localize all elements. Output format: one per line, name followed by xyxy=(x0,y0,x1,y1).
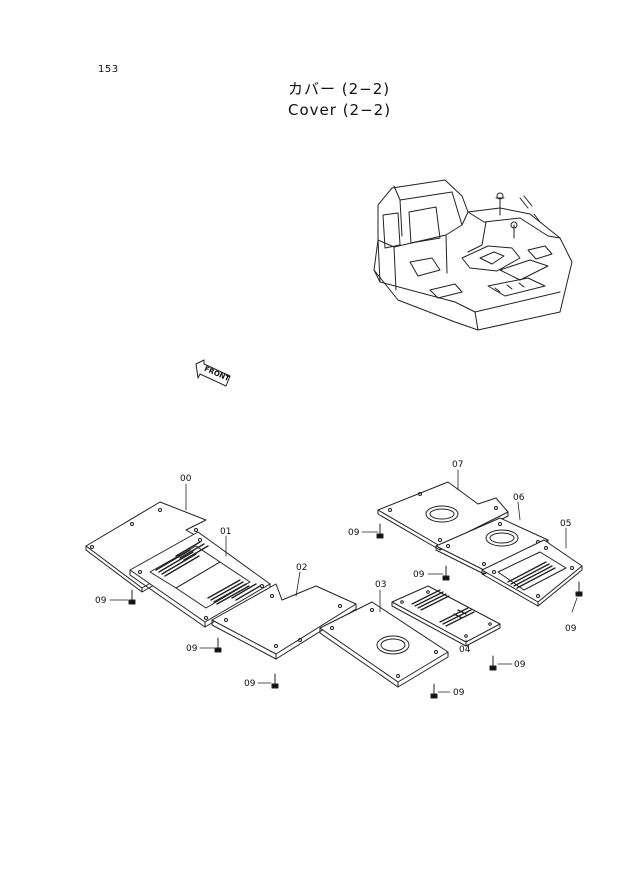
page-number: 153 xyxy=(98,64,119,75)
title-japanese: カバー (2−2) xyxy=(288,80,391,98)
callout-00: 00 xyxy=(180,474,192,484)
cover-part-04 xyxy=(391,585,501,647)
title-english: Cover (2−2) xyxy=(288,101,392,119)
callout-09-g: 09 xyxy=(514,660,526,670)
bolt-set-09 xyxy=(128,523,583,699)
cover-part-05 xyxy=(481,539,583,607)
callout-05: 05 xyxy=(560,519,571,529)
callout-03: 03 xyxy=(375,580,386,590)
callout-09-a: 09 xyxy=(348,528,360,538)
callout-09-d: 09 xyxy=(95,596,107,606)
cover-part-03 xyxy=(319,601,449,688)
callout-01: 01 xyxy=(220,527,231,537)
callout-labels: 00 01 02 03 04 05 06 07 09 09 09 09 09 0… xyxy=(95,460,577,698)
callout-09-f: 09 xyxy=(244,679,256,689)
callout-09-c: 09 xyxy=(565,624,577,634)
callout-09-h: 09 xyxy=(453,688,465,698)
callout-02: 02 xyxy=(296,563,307,573)
callout-07: 07 xyxy=(452,460,463,470)
cover-part-02 xyxy=(211,583,357,660)
callout-09-e: 09 xyxy=(186,644,198,654)
leader-lines xyxy=(109,469,578,693)
front-direction-arrow: FRONT xyxy=(195,359,231,387)
callout-06: 06 xyxy=(513,493,525,503)
machine-overview-illustration xyxy=(373,179,573,331)
callout-04: 04 xyxy=(459,645,471,655)
cover-part-06 xyxy=(435,517,549,575)
callout-09-b: 09 xyxy=(413,570,425,580)
